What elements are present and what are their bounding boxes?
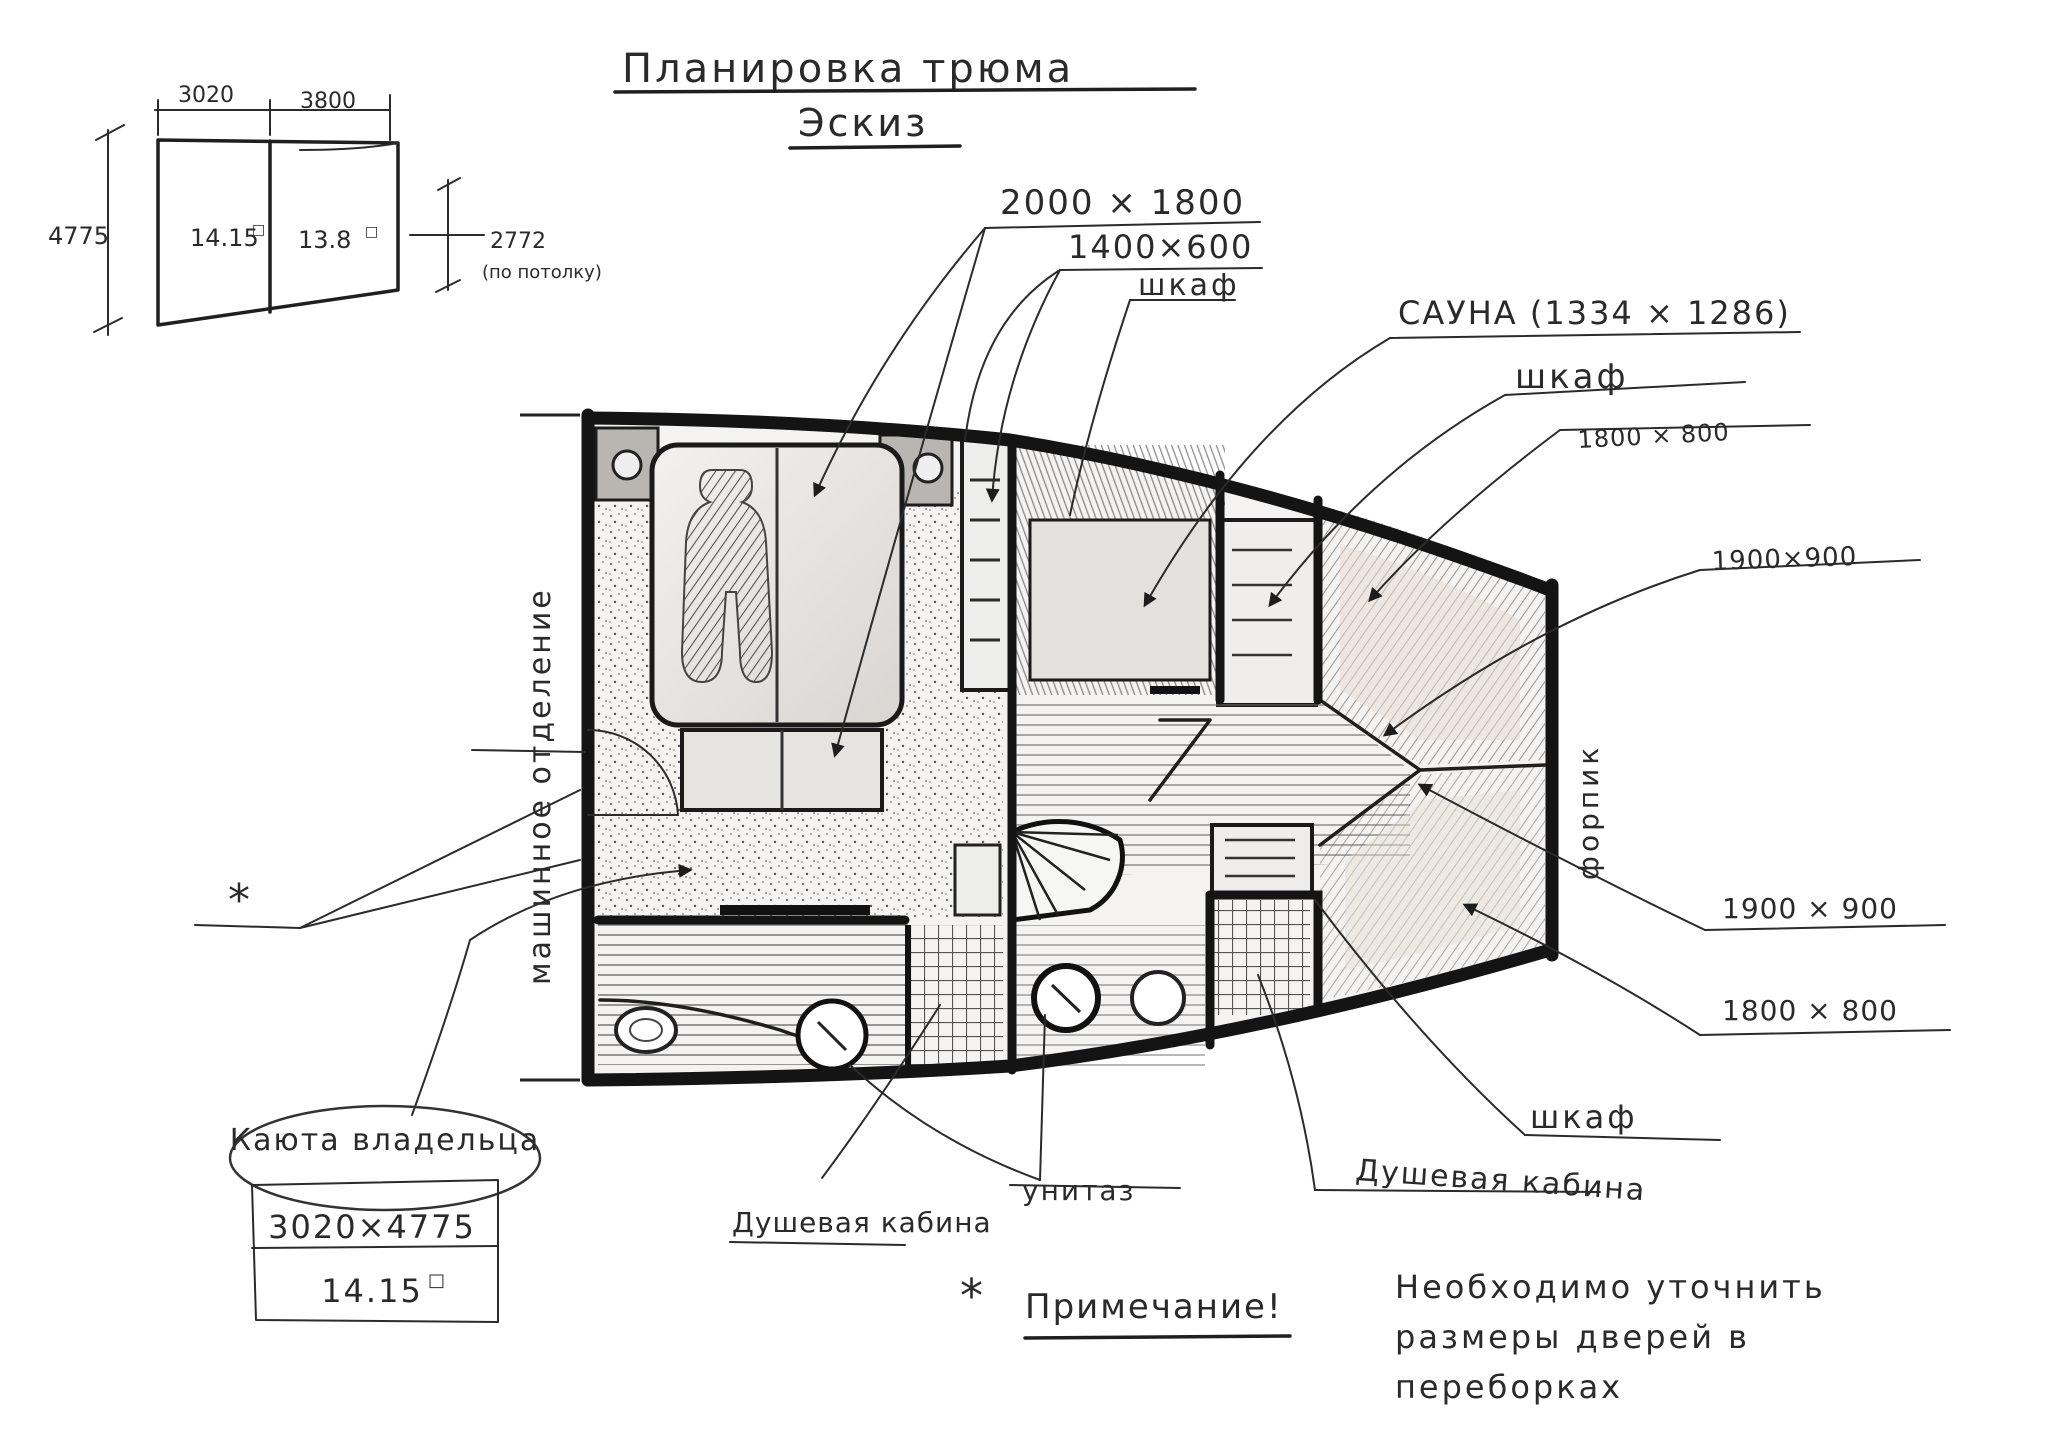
hull-side-top xyxy=(581,411,1557,597)
asterisk-marker: * xyxy=(228,875,250,926)
key-plan-height: 4775 xyxy=(48,222,109,250)
key-plan-area-left-unit: □ xyxy=(252,222,265,238)
left-shower-tiles xyxy=(908,925,1003,1070)
callout-bunk-3: 1900 × 900 xyxy=(1722,892,1898,925)
note-text-line-2: размеры дверей в xyxy=(1395,1318,1750,1356)
person-figure xyxy=(680,469,774,684)
leader-lines xyxy=(194,221,1951,1246)
owner-cabin-badge: Каюта владельца 3020×4775 14.15 □ xyxy=(228,1104,542,1323)
callout-bunk-2: 1900×900 xyxy=(1711,542,1858,577)
spiral-staircase xyxy=(1009,819,1125,923)
page-subtitle: Эскиз xyxy=(798,101,928,145)
callout-bunk-4: 1800 × 800 xyxy=(1722,994,1898,1027)
key-plan-area-right: 13.8 xyxy=(298,226,351,254)
key-plan: 3020 3800 4775 14.15 □ 13.8 □ 2772 (по п… xyxy=(48,83,602,336)
callout-wardrobe-3: шкаф xyxy=(1530,1098,1638,1136)
callout-wardrobe-2: шкаф xyxy=(1515,357,1629,397)
key-plan-width-left: 3020 xyxy=(178,83,234,108)
wardrobe-sauna xyxy=(1216,518,1318,707)
callout-shower-left: Душевая кабина xyxy=(732,1206,992,1239)
hold-plan xyxy=(520,408,1559,1087)
key-plan-ceiling-height: 2772 xyxy=(490,229,546,254)
owner-cabin-area-unit: □ xyxy=(428,1270,445,1291)
owner-cabin-dims: 3020×4775 xyxy=(268,1208,476,1246)
callout-bunk-1: 1800 × 800 xyxy=(1577,418,1731,454)
key-plan-width-right: 3800 xyxy=(300,89,356,114)
label-forepeak: форпик xyxy=(1572,744,1605,880)
callout-sauna: САУНА (1334 × 1286) xyxy=(1398,294,1791,332)
tall-wardrobe xyxy=(960,438,1012,692)
owner-cabin-label: Каюта владельца xyxy=(230,1123,540,1158)
note-text-line-1: Необходимо уточнить xyxy=(1395,1268,1826,1306)
callout-shower-right: Душевая кабина xyxy=(1354,1153,1647,1208)
callout-toilet: унитаз xyxy=(1022,1174,1135,1207)
hull-side-bottom xyxy=(581,943,1557,1087)
page-title: Планировка трюма xyxy=(622,46,1074,92)
key-plan-outline xyxy=(156,138,400,327)
note-block: * Примечание! Необходимо уточнить размер… xyxy=(960,1268,1826,1406)
callout-shower-right-text: Душевая кабина xyxy=(1354,1153,1647,1208)
callout-wardrobe-1: шкаф xyxy=(1138,268,1240,303)
label-engine-room: машинное отделение xyxy=(523,587,558,985)
right-shower-tiles xyxy=(1210,900,1310,1015)
callout-wardrobe-size: 1400×600 xyxy=(1068,228,1253,266)
note-label: Примечание! xyxy=(1025,1287,1283,1327)
key-plan-area-right-unit: □ xyxy=(365,224,378,240)
subtitle-underline xyxy=(788,144,962,150)
note-marker: * xyxy=(960,1269,983,1323)
key-plan-ceiling-note: (по потолку) xyxy=(482,262,602,283)
title-underline xyxy=(613,87,1197,94)
key-plan-area-left: 14.15 xyxy=(190,224,259,252)
note-text-line-3: переборках xyxy=(1395,1368,1623,1406)
bunk-lower xyxy=(1320,765,1545,1000)
owner-cabin-area: 14.15 xyxy=(321,1272,423,1310)
callout-bed-size: 2000 × 1800 xyxy=(1000,183,1245,223)
